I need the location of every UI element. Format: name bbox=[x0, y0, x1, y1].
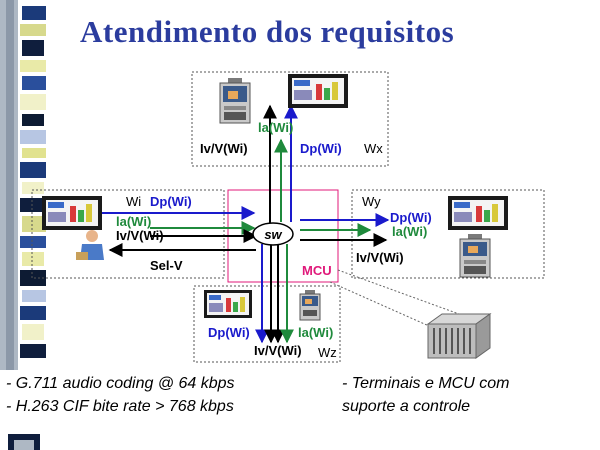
terminal-box-wy bbox=[351, 189, 545, 279]
wz-iv-label: Iv/V(Wi) bbox=[254, 343, 302, 358]
note-control-support-1: - Terminais e MCU com bbox=[342, 375, 510, 392]
switch-label: sw bbox=[264, 227, 282, 242]
wi-dp-label: Dp(Wi) bbox=[150, 194, 192, 209]
terminal-box-wi bbox=[31, 189, 225, 279]
wy-iv-label: Iv/V(Wi) bbox=[356, 250, 404, 265]
wx-name: Wx bbox=[364, 141, 383, 156]
wi-sel-label: Sel-V bbox=[150, 258, 183, 273]
mcu-label: MCU bbox=[302, 263, 332, 278]
switch-node: sw bbox=[252, 222, 294, 246]
wi-name: Wi bbox=[126, 194, 141, 209]
monitor-icon bbox=[288, 74, 348, 108]
terminal-box-wz bbox=[193, 285, 341, 363]
workstation-icon bbox=[459, 234, 491, 278]
note-control-support-2: suporte a controle bbox=[342, 398, 471, 415]
page-title: Atendimento dos requisitos bbox=[80, 14, 455, 49]
note-video-bitrate: - H.263 CIF bite rate > 768 kbps bbox=[6, 398, 234, 415]
person-icon bbox=[76, 230, 104, 260]
monitor-icon bbox=[42, 196, 102, 230]
monitor-icon bbox=[204, 290, 252, 318]
workstation-icon bbox=[299, 290, 321, 321]
wz-la-label: la(Wi) bbox=[298, 325, 333, 340]
monitor-icon bbox=[448, 196, 508, 230]
wx-iv-label: Iv/V(Wi) bbox=[200, 141, 248, 156]
wy-dp-label: Dp(Wi) bbox=[390, 210, 432, 225]
wx-dp-label: Dp(Wi) bbox=[300, 141, 342, 156]
notes-left: - G.711 audio coding @ 64 kbps - H.263 C… bbox=[6, 372, 235, 418]
mcu-hardware-icon bbox=[426, 313, 492, 359]
note-audio-coding: - G.711 audio coding @ 64 kbps bbox=[6, 375, 235, 392]
wz-name: Wz bbox=[318, 345, 337, 360]
notes-right: - Terminais e MCU com suporte a controle bbox=[342, 372, 509, 418]
wi-iv-label: Iv/V(Wi) bbox=[116, 228, 164, 243]
wi-la-label: la(Wi) bbox=[116, 214, 151, 229]
wy-name: Wy bbox=[362, 194, 381, 209]
workstation-icon bbox=[219, 78, 251, 124]
wx-la-label: la(Wi) bbox=[258, 120, 293, 135]
wz-dp-label: Dp(Wi) bbox=[208, 325, 250, 340]
wy-la-label: la(Wi) bbox=[392, 224, 427, 239]
